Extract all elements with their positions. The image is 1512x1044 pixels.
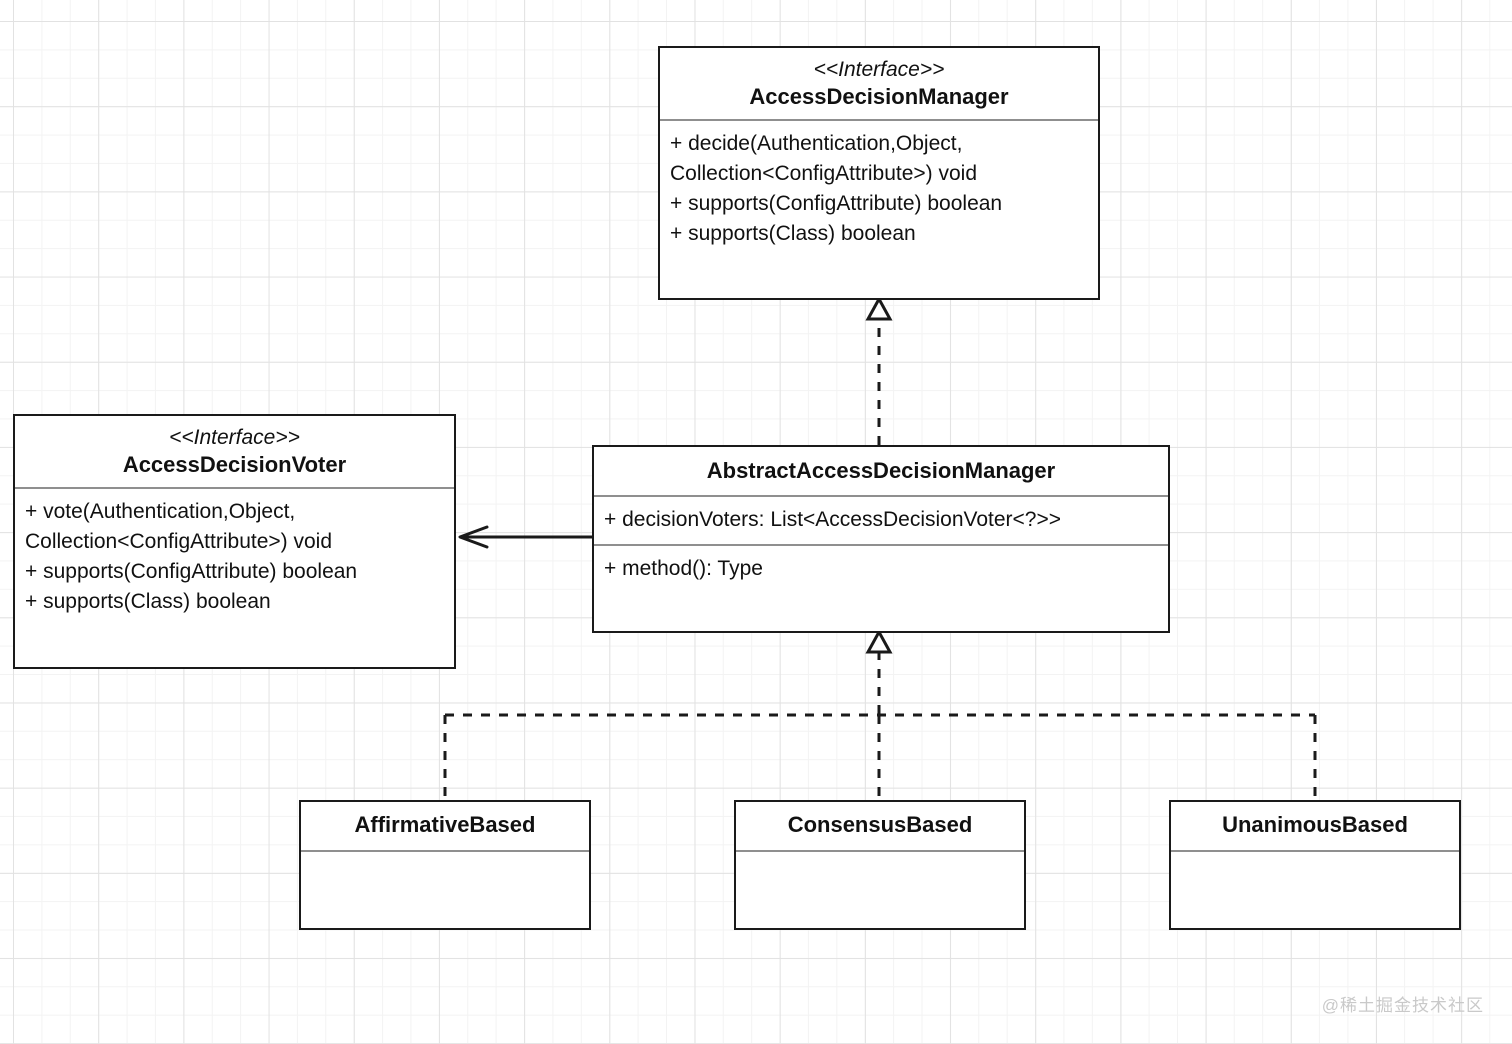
hollow-triangle-arrowhead (865, 628, 893, 654)
class-name-label: AbstractAccessDecisionManager (706, 458, 1056, 483)
class-box-abstract-access-decision-manager[interactable]: AbstractAccessDecisionManager + decision… (592, 445, 1170, 633)
compartment-divider (15, 487, 454, 490)
class-header: AbstractAccessDecisionManager (594, 447, 1168, 495)
class-name-label: AccessDecisionVoter (122, 451, 347, 477)
hollow-triangle-arrowhead (865, 295, 893, 321)
members-compartment (1171, 852, 1459, 870)
member-row: + supports(ConfigAttribute) boolean (25, 559, 358, 583)
class-name-label: AccessDecisionManager (749, 83, 1009, 109)
attributes-compartment: + decisionVoters: List<AccessDecisionVot… (594, 497, 1168, 545)
compartment-divider (594, 544, 1168, 547)
stereotype-label: <<Interface>> (169, 426, 300, 449)
methods-compartment: + method(): Type (594, 546, 1168, 594)
compartment-divider (301, 849, 589, 852)
stereotype-label: <<Interface>> (813, 58, 945, 81)
methods-compartment: + vote(Authentication,Object, Collection… (15, 489, 454, 626)
compartment-divider (1171, 849, 1459, 852)
generalization-tree (443, 628, 1317, 800)
class-box-access-decision-voter[interactable]: <<Interface>> AccessDecisionVoter + vote… (13, 414, 456, 669)
compartment-divider (594, 494, 1168, 497)
open-arrowhead (458, 525, 489, 549)
class-box-consensus-based[interactable]: ConsensusBased (734, 800, 1026, 930)
member-row: + decide(Authentication,Object, (670, 132, 963, 156)
class-header: UnanimousBased (1171, 802, 1459, 850)
class-header: ConsensusBased (736, 802, 1024, 850)
member-row: + supports(ConfigAttribute) boolean (670, 191, 1003, 215)
class-name-label: UnanimousBased (1222, 812, 1408, 837)
member-row: + method(): Type (604, 557, 763, 581)
watermark-label: @稀土掘金技术社区 (1321, 996, 1484, 1015)
class-name-label: AffirmativeBased (354, 812, 536, 837)
member-row: + supports(Class) boolean (670, 221, 916, 245)
compartment-divider (660, 119, 1098, 122)
methods-compartment: + decide(Authentication,Object, Collecti… (660, 121, 1098, 258)
member-row: + vote(Authentication,Object, (25, 500, 296, 524)
member-row: + decisionVoters: List<AccessDecisionVot… (604, 507, 1062, 531)
member-row: Collection<ConfigAttribute>) void (25, 530, 333, 554)
members-compartment (301, 852, 589, 870)
class-header: <<Interface>> AccessDecisionManager (660, 48, 1098, 119)
association-aadm-to-adv (458, 525, 592, 549)
member-row: Collection<ConfigAttribute>) void (670, 162, 978, 186)
member-row: + supports(Class) boolean (25, 589, 271, 613)
class-header: <<Interface>> AccessDecisionVoter (15, 416, 454, 487)
class-box-affirmative-based[interactable]: AffirmativeBased (299, 800, 591, 930)
class-box-unanimous-based[interactable]: UnanimousBased (1169, 800, 1461, 930)
class-name-label: ConsensusBased (787, 812, 973, 837)
members-compartment (736, 852, 1024, 870)
class-header: AffirmativeBased (301, 802, 589, 850)
class-box-access-decision-manager[interactable]: <<Interface>> AccessDecisionManager + de… (658, 46, 1100, 300)
realization-aadm-to-adm (865, 295, 893, 445)
compartment-divider (736, 849, 1024, 852)
